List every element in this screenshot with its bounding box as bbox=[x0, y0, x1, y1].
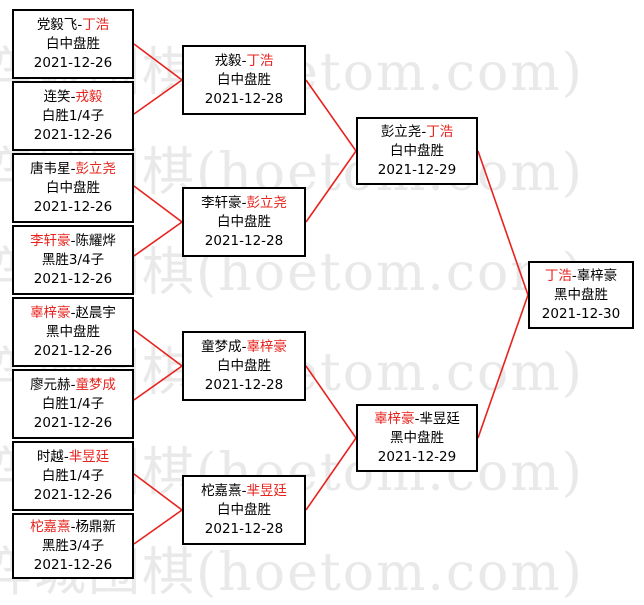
player-name: 辜梓豪 bbox=[374, 410, 415, 427]
player-name: 芈昱廷 bbox=[246, 482, 287, 499]
player-name: 时越 bbox=[36, 448, 64, 465]
match-date: 2021-12-26 bbox=[33, 270, 113, 287]
connector-line bbox=[133, 43, 184, 115]
connector-line bbox=[133, 473, 184, 545]
match-date: 2021-12-26 bbox=[33, 342, 113, 359]
match-players: 丁浩-辜梓豪 bbox=[544, 267, 618, 284]
match-result: 黑胜3/4子 bbox=[41, 537, 105, 554]
match-box-r1-3: 唐韦星-彭立尧 白中盘胜 2021-12-26 bbox=[12, 153, 134, 223]
match-box-r1-8: 柁嘉熹-杨鼎新 黑胜3/4子 2021-12-26 bbox=[12, 513, 134, 579]
match-result: 黑中盘胜 bbox=[390, 429, 444, 446]
match-result: 白中盘胜 bbox=[217, 71, 271, 88]
match-box-r1-2: 连笑-戎毅 白胜1/4子 2021-12-26 bbox=[12, 81, 134, 151]
connector-line bbox=[305, 365, 357, 511]
match-date: 2021-12-29 bbox=[377, 448, 457, 465]
player-name: 廖元赫 bbox=[30, 376, 71, 393]
match-date: 2021-12-26 bbox=[33, 486, 113, 503]
match-players: 廖元赫-童梦成 bbox=[30, 376, 116, 393]
match-result: 黑胜3/4子 bbox=[41, 251, 105, 268]
match-date: 2021-12-28 bbox=[204, 376, 284, 393]
player-name: 陈耀烨 bbox=[75, 232, 116, 249]
player-name: 连笑 bbox=[43, 88, 71, 105]
match-date: 2021-12-26 bbox=[33, 414, 113, 431]
player-name: 杨鼎新 bbox=[75, 518, 116, 535]
match-date: 2021-12-26 bbox=[33, 198, 113, 215]
match-box-r2-1: 戎毅-丁浩 白中盘胜 2021-12-28 bbox=[182, 45, 306, 115]
match-result: 白中盘胜 bbox=[46, 179, 100, 196]
match-box-r1-1: 党毅飞-丁浩 白中盘胜 2021-12-26 bbox=[12, 9, 134, 79]
player-name: 丁浩 bbox=[246, 52, 274, 69]
match-players: 唐韦星-彭立尧 bbox=[30, 160, 116, 177]
match-date: 2021-12-26 bbox=[33, 556, 113, 573]
player-name: 赵晨宇 bbox=[75, 304, 116, 321]
match-box-final: 丁浩-辜梓豪 黑中盘胜 2021-12-30 bbox=[528, 261, 634, 329]
player-name: 戎毅 bbox=[75, 88, 103, 105]
match-date: 2021-12-26 bbox=[33, 54, 113, 71]
match-date: 2021-12-29 bbox=[377, 161, 457, 178]
player-name: 丁浩 bbox=[544, 267, 572, 284]
match-box-r3-1: 彭立尧-丁浩 白中盘胜 2021-12-29 bbox=[356, 117, 478, 185]
match-players: 李轩豪-彭立尧 bbox=[201, 194, 287, 211]
player-name: 李轩豪 bbox=[30, 232, 71, 249]
player-name: 柁嘉熹 bbox=[201, 482, 242, 499]
player-name: 李轩豪 bbox=[201, 194, 242, 211]
match-date: 2021-12-30 bbox=[541, 305, 621, 322]
match-players: 辜梓豪-芈昱廷 bbox=[374, 410, 460, 427]
match-result: 白中盘胜 bbox=[217, 213, 271, 230]
player-name: 党毅飞 bbox=[36, 16, 78, 33]
match-result: 黑中盘胜 bbox=[554, 286, 608, 303]
player-name: 芈昱廷 bbox=[419, 410, 460, 427]
match-result: 白中盘胜 bbox=[217, 357, 271, 374]
connector-line bbox=[133, 329, 184, 401]
match-result: 黑中盘胜 bbox=[46, 323, 100, 340]
player-name: 芈昱廷 bbox=[68, 448, 110, 465]
player-name: 彭立尧 bbox=[246, 194, 287, 211]
match-box-r1-6: 廖元赫-童梦成 白胜1/4子 2021-12-26 bbox=[12, 369, 134, 439]
match-date: 2021-12-28 bbox=[204, 520, 284, 537]
match-players: 李轩豪-陈耀烨 bbox=[30, 232, 116, 249]
match-players: 彭立尧-丁浩 bbox=[380, 123, 454, 140]
match-box-r2-2: 李轩豪-彭立尧 白中盘胜 2021-12-28 bbox=[182, 187, 306, 257]
player-name: 丁浩 bbox=[426, 123, 454, 140]
match-result: 白胜1/4子 bbox=[41, 467, 105, 484]
match-players: 童梦成-辜梓豪 bbox=[201, 338, 287, 355]
player-name: 辜梓豪 bbox=[246, 338, 287, 355]
match-box-r1-5: 辜梓豪-赵晨宇 黑中盘胜 2021-12-26 bbox=[12, 297, 134, 367]
player-name: 童梦成 bbox=[201, 338, 242, 355]
connector-line bbox=[305, 79, 357, 223]
match-date: 2021-12-28 bbox=[204, 90, 284, 107]
player-name: 彭立尧 bbox=[380, 123, 422, 140]
match-result: 白胜1/4子 bbox=[41, 107, 105, 124]
match-players: 连笑-戎毅 bbox=[43, 88, 103, 105]
match-result: 白中盘胜 bbox=[217, 501, 271, 518]
match-result: 白胜1/4子 bbox=[41, 395, 105, 412]
match-players: 柁嘉熹-芈昱廷 bbox=[201, 482, 287, 499]
connector-line bbox=[133, 185, 184, 257]
player-name: 柁嘉熹 bbox=[30, 518, 71, 535]
match-box-r1-7: 时越-芈昱廷 白胜1/4子 2021-12-26 bbox=[12, 441, 134, 511]
match-box-r2-4: 柁嘉熹-芈昱廷 白中盘胜 2021-12-28 bbox=[182, 475, 306, 545]
match-date: 2021-12-26 bbox=[33, 126, 113, 143]
player-name: 彭立尧 bbox=[75, 160, 116, 177]
player-name: 辜梓豪 bbox=[576, 267, 618, 284]
player-name: 戎毅 bbox=[214, 52, 242, 69]
match-box-r1-4: 李轩豪-陈耀烨 黑胜3/4子 2021-12-26 bbox=[12, 225, 134, 295]
match-players: 戎毅-丁浩 bbox=[214, 52, 274, 69]
match-date: 2021-12-28 bbox=[204, 232, 284, 249]
connector-line bbox=[477, 150, 529, 439]
match-result: 白中盘胜 bbox=[46, 35, 100, 52]
player-name: 童梦成 bbox=[75, 376, 116, 393]
match-result: 白中盘胜 bbox=[390, 142, 444, 159]
player-name: 辜梓豪 bbox=[30, 304, 71, 321]
match-box-r2-3: 童梦成-辜梓豪 白中盘胜 2021-12-28 bbox=[182, 331, 306, 401]
match-players: 党毅飞-丁浩 bbox=[36, 16, 110, 33]
match-players: 柁嘉熹-杨鼎新 bbox=[30, 518, 116, 535]
match-box-r3-2: 辜梓豪-芈昱廷 黑中盘胜 2021-12-29 bbox=[356, 404, 478, 472]
match-players: 时越-芈昱廷 bbox=[36, 448, 110, 465]
match-players: 辜梓豪-赵晨宇 bbox=[30, 304, 116, 321]
player-name: 唐韦星 bbox=[30, 160, 71, 177]
player-name: 丁浩 bbox=[82, 16, 110, 33]
